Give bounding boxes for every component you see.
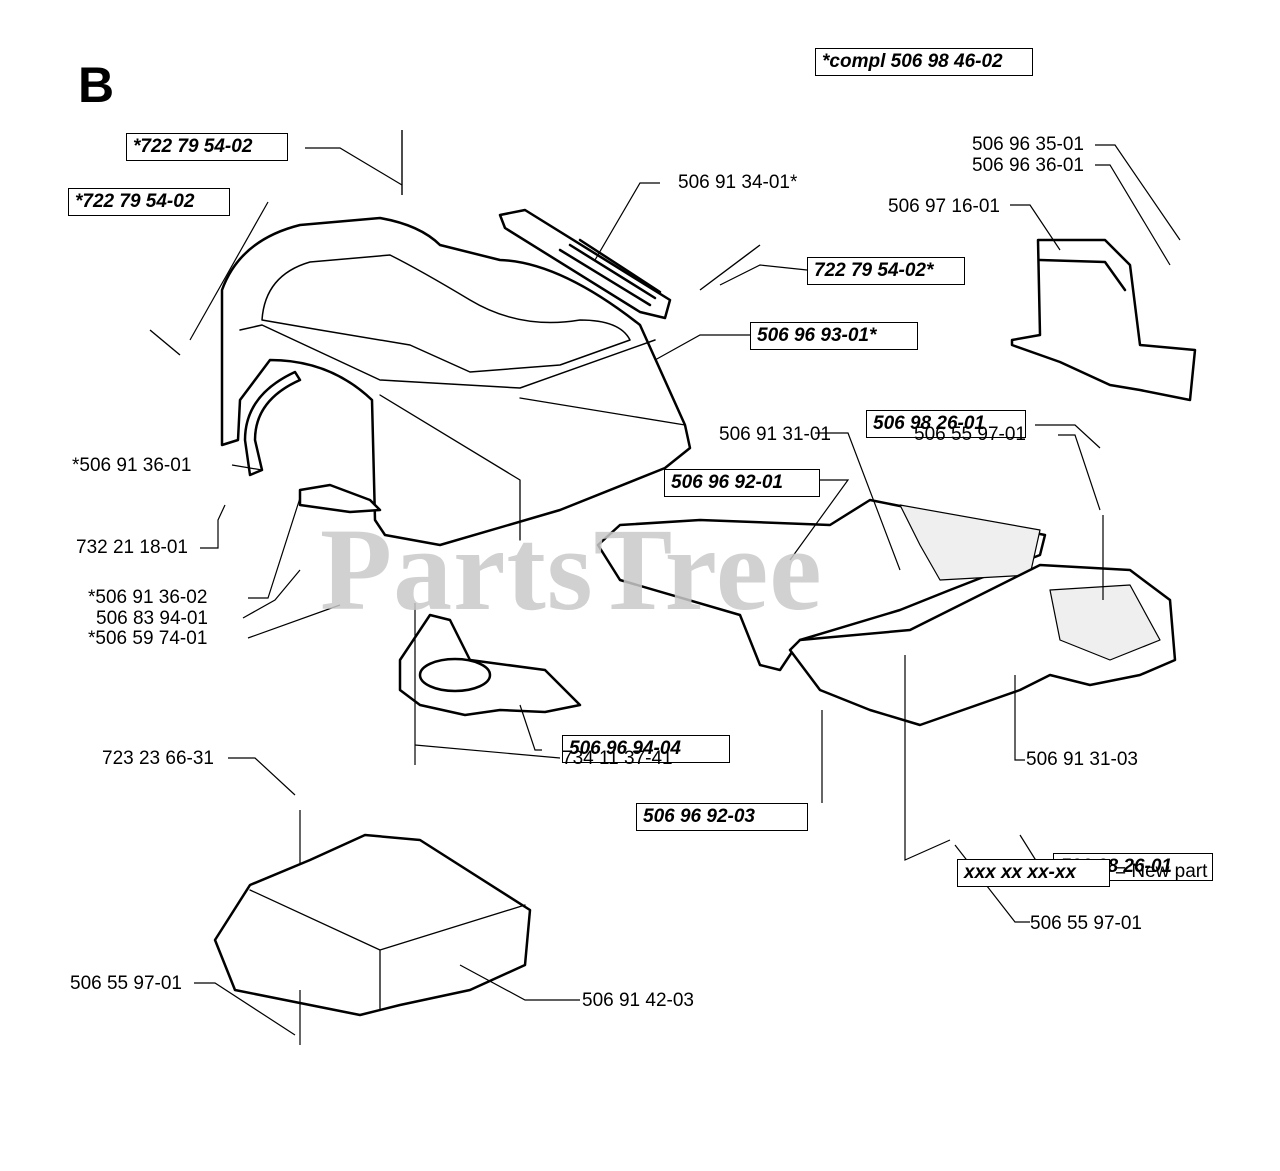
- callout-c18[interactable]: 506 96 94-04: [562, 735, 730, 763]
- callout-c7[interactable]: 506 96 36-01: [972, 155, 1084, 176]
- callout-c14[interactable]: 506 98 26-01: [866, 410, 1026, 438]
- callout-c20[interactable]: 723 23 66-31: [102, 748, 214, 769]
- callout-c9[interactable]: *506 91 36-01: [72, 455, 192, 476]
- callout-c19[interactable]: 734 11 37-41: [562, 748, 673, 769]
- callout-compl[interactable]: *compl 506 98 46-02: [815, 48, 1033, 76]
- bracket-strap[interactable]: [243, 370, 382, 514]
- callout-c21[interactable]: 506 96 92-03: [636, 803, 808, 831]
- callout-c4[interactable]: 722 79 54-02*: [807, 257, 965, 285]
- callout-c8[interactable]: 506 97 16-01: [888, 196, 1000, 217]
- callout-c5[interactable]: 506 96 93-01*: [750, 322, 918, 350]
- callout-c15[interactable]: 506 91 31-01: [719, 424, 831, 445]
- callout-c13[interactable]: *506 59 74-01: [88, 628, 208, 649]
- callout-c16[interactable]: 506 55 97-01: [914, 424, 1026, 445]
- right-cover-piece[interactable]: [1010, 238, 1197, 402]
- cup-holder-tray[interactable]: [398, 613, 582, 717]
- callout-c12[interactable]: 506 83 94-01: [96, 608, 208, 629]
- grille-plate[interactable]: [498, 208, 672, 320]
- battery-cover[interactable]: [213, 833, 532, 1017]
- callout-c24[interactable]: 506 55 97-01: [1030, 913, 1142, 934]
- callout-c22[interactable]: 506 91 31-03: [1026, 749, 1138, 770]
- callout-c3[interactable]: 506 91 34-01*: [678, 172, 798, 193]
- section-letter: B: [78, 57, 115, 113]
- callout-c1[interactable]: *722 79 54-02: [126, 133, 288, 161]
- callout-c25[interactable]: 506 55 97-01: [70, 973, 182, 994]
- callout-c2[interactable]: *722 79 54-02: [68, 188, 230, 216]
- watermark: PartsTree: [320, 504, 823, 635]
- floor-pan-left[interactable]: [596, 498, 1047, 672]
- legend-note: = New part: [1115, 861, 1208, 882]
- callout-c11[interactable]: *506 91 36-02: [88, 587, 208, 608]
- callout-c26[interactable]: 506 91 42-03: [582, 990, 694, 1011]
- callout-c17[interactable]: 506 96 92-01: [664, 469, 820, 497]
- callout-c6[interactable]: 506 96 35-01: [972, 134, 1084, 155]
- hood-cover[interactable]: [220, 216, 692, 547]
- callout-c10[interactable]: 732 21 18-01: [76, 537, 188, 558]
- pin-screws: [149, 130, 761, 356]
- legend-new-part-box: xxx xx xx-xx: [957, 859, 1110, 887]
- floor-pan-right[interactable]: [788, 563, 1177, 727]
